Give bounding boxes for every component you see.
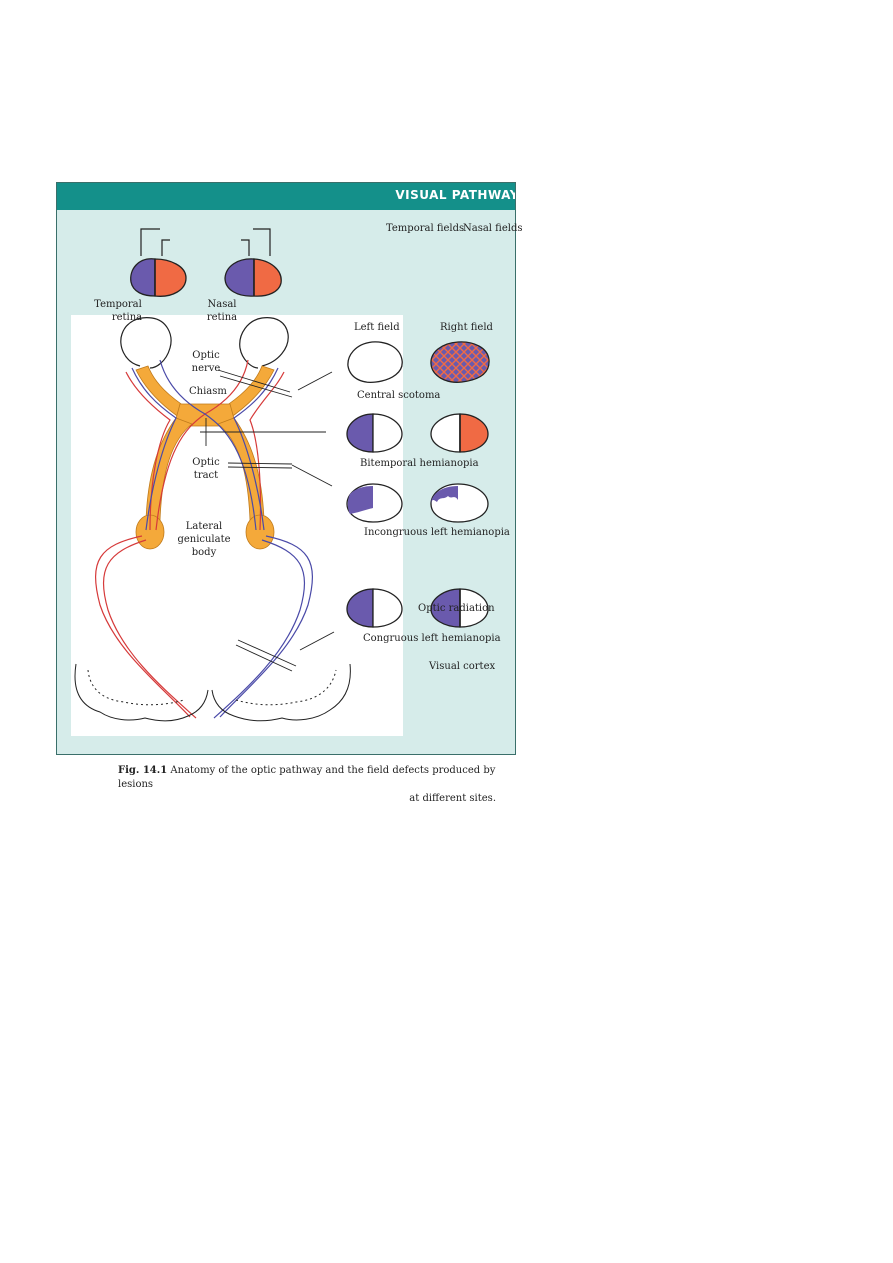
congruous-left-field-seen [372, 588, 403, 628]
blue-fibre-left [131, 367, 177, 531]
field-defects [346, 341, 490, 628]
label-chiasm: Chiasm [189, 386, 227, 397]
top-field-left-temporal [130, 258, 156, 297]
bitemporal-right-field-seen [430, 413, 461, 453]
congruous-right-field-seen [459, 588, 489, 628]
congruous-right-field-blind [430, 588, 461, 628]
top-field-left-nasal [154, 258, 187, 297]
optic-pathway [135, 365, 275, 550]
label-left-field: Left field [354, 322, 400, 333]
blue-radiation [219, 535, 313, 718]
cortex-right [211, 663, 351, 722]
central-scotoma-right-field [430, 341, 490, 383]
label-temporal-fields: Temporal fields [386, 223, 465, 234]
right-eye [239, 317, 289, 369]
red-fibre-left-uncrossed [125, 371, 171, 531]
label-optic-tract: Optic tract [192, 457, 220, 481]
incongruous-left-field-defect [347, 486, 373, 514]
bitemporal-right-field-blind [459, 413, 489, 453]
cortex-left-inner [87, 669, 185, 706]
defect-bitemporal-hemianopia: Bitemporal hemianopia [360, 458, 479, 469]
label-right-field: Right field [440, 322, 493, 333]
incongruous-right-field-defect [431, 486, 458, 504]
diagram-panel [71, 315, 403, 736]
red-radiation-2 [102, 539, 197, 719]
figure-caption: Fig. 14.1 Anatomy of the optic pathway a… [118, 764, 496, 806]
visual-cortex-outline [74, 663, 351, 722]
defect-central-scotoma: Central scotoma [357, 390, 441, 401]
label-temporal-retina: Temporal retina [94, 299, 143, 323]
label-visual-cortex: Visual cortex [429, 661, 496, 672]
label-optic-nerve: Optic nerve [191, 350, 221, 374]
left-eye [120, 317, 172, 369]
label-optic-radiation: Optic radiation [418, 603, 495, 614]
incongruous-right-field [430, 483, 489, 523]
bitemporal-left-field-seen [372, 413, 403, 453]
caption-line2: at different sites. [409, 793, 496, 804]
congruous-left-field-blind [346, 588, 374, 628]
cortex-left [74, 663, 209, 722]
blue-radiation-2 [213, 539, 306, 719]
visual-pathway-figure: VISUAL PATHWAY [56, 182, 516, 755]
central-scotoma-left-field [347, 341, 403, 384]
top-field-right-nasal [224, 258, 255, 297]
figure-header: VISUAL PATHWAY [57, 183, 515, 210]
label-nasal-fields: Nasal fields [463, 223, 523, 234]
eyes [120, 317, 289, 369]
red-radiation [95, 535, 191, 718]
top-bracket-right [241, 228, 271, 256]
red-fibre-right-uncrossed [249, 371, 285, 531]
lesion-markers [200, 369, 335, 672]
blue-fibre-left-crossed [159, 359, 257, 531]
defect-congruous-left-hemianopia: Congruous left hemianopia [363, 633, 501, 644]
label-nasal-retina: Nasal retina [206, 299, 238, 323]
defect-incongruous-left-hemianopia: Incongruous left hemianopia [364, 527, 510, 538]
caption-line1: Anatomy of the optic pathway and the fie… [118, 765, 496, 790]
caption-fig-number: Fig. 14.1 [118, 765, 168, 776]
blue-fibre-right [233, 367, 279, 531]
bitemporal-left-field-blind [346, 413, 374, 453]
cortex-right-inner [235, 669, 337, 706]
top-bracket-left [140, 228, 170, 256]
top-field-right-temporal [253, 258, 282, 297]
top-visual-fields [130, 228, 282, 297]
label-lateral-geniculate-body: Lateral geniculate body [177, 521, 231, 558]
figure-title: VISUAL PATHWAY [395, 188, 516, 202]
